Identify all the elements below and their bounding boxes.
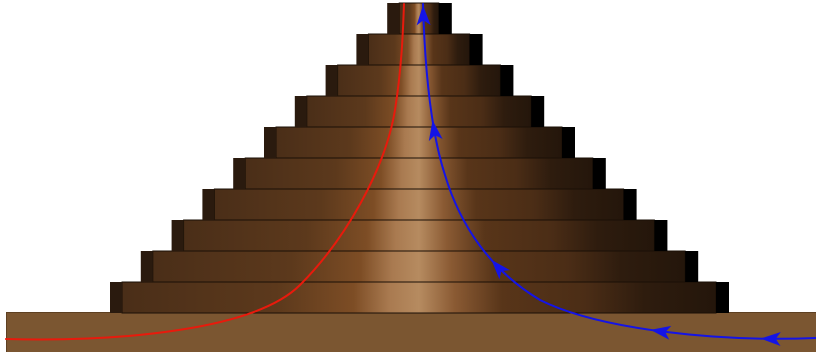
ground-layer [6,312,816,352]
tier-block [307,96,531,127]
tier-block [368,34,469,65]
tier-right-shadow [624,189,637,220]
tier-left-edge [356,34,368,65]
tier-block [214,189,623,220]
ground [6,312,816,352]
pyramid-tier [326,65,514,96]
tier-right-shadow [593,158,606,189]
tier-block [338,65,501,96]
tier-block [245,158,593,189]
pyramid-tier [202,189,636,220]
tier-right-shadow [500,65,513,96]
tier-right-shadow [439,3,452,34]
tier-right-shadow [470,34,483,65]
pyramid-tier [233,158,606,189]
tier-left-edge [141,251,153,282]
tier-left-edge [387,3,399,34]
tier-block [122,282,716,313]
tier-left-edge [295,96,307,127]
tier-right-shadow [531,96,544,127]
tier-left-edge [172,220,184,251]
pyramid-tier [141,251,698,282]
tier-right-shadow [562,127,575,158]
pyramid-tier [356,34,482,65]
pyramid-tier [172,220,668,251]
tier-left-edge [326,65,338,96]
tier-left-edge [202,189,214,220]
pyramid-tier [264,127,575,158]
tier-block [184,220,655,251]
pyramid-tier [110,282,729,313]
tier-block [153,251,685,282]
tier-right-shadow [716,282,729,313]
tier-left-edge [264,127,276,158]
tier-right-shadow [685,251,698,282]
pyramid-tier [295,96,544,127]
tier-left-edge [233,158,245,189]
tier-right-shadow [654,220,667,251]
tier-block [276,127,562,158]
tier-left-edge [110,282,122,313]
